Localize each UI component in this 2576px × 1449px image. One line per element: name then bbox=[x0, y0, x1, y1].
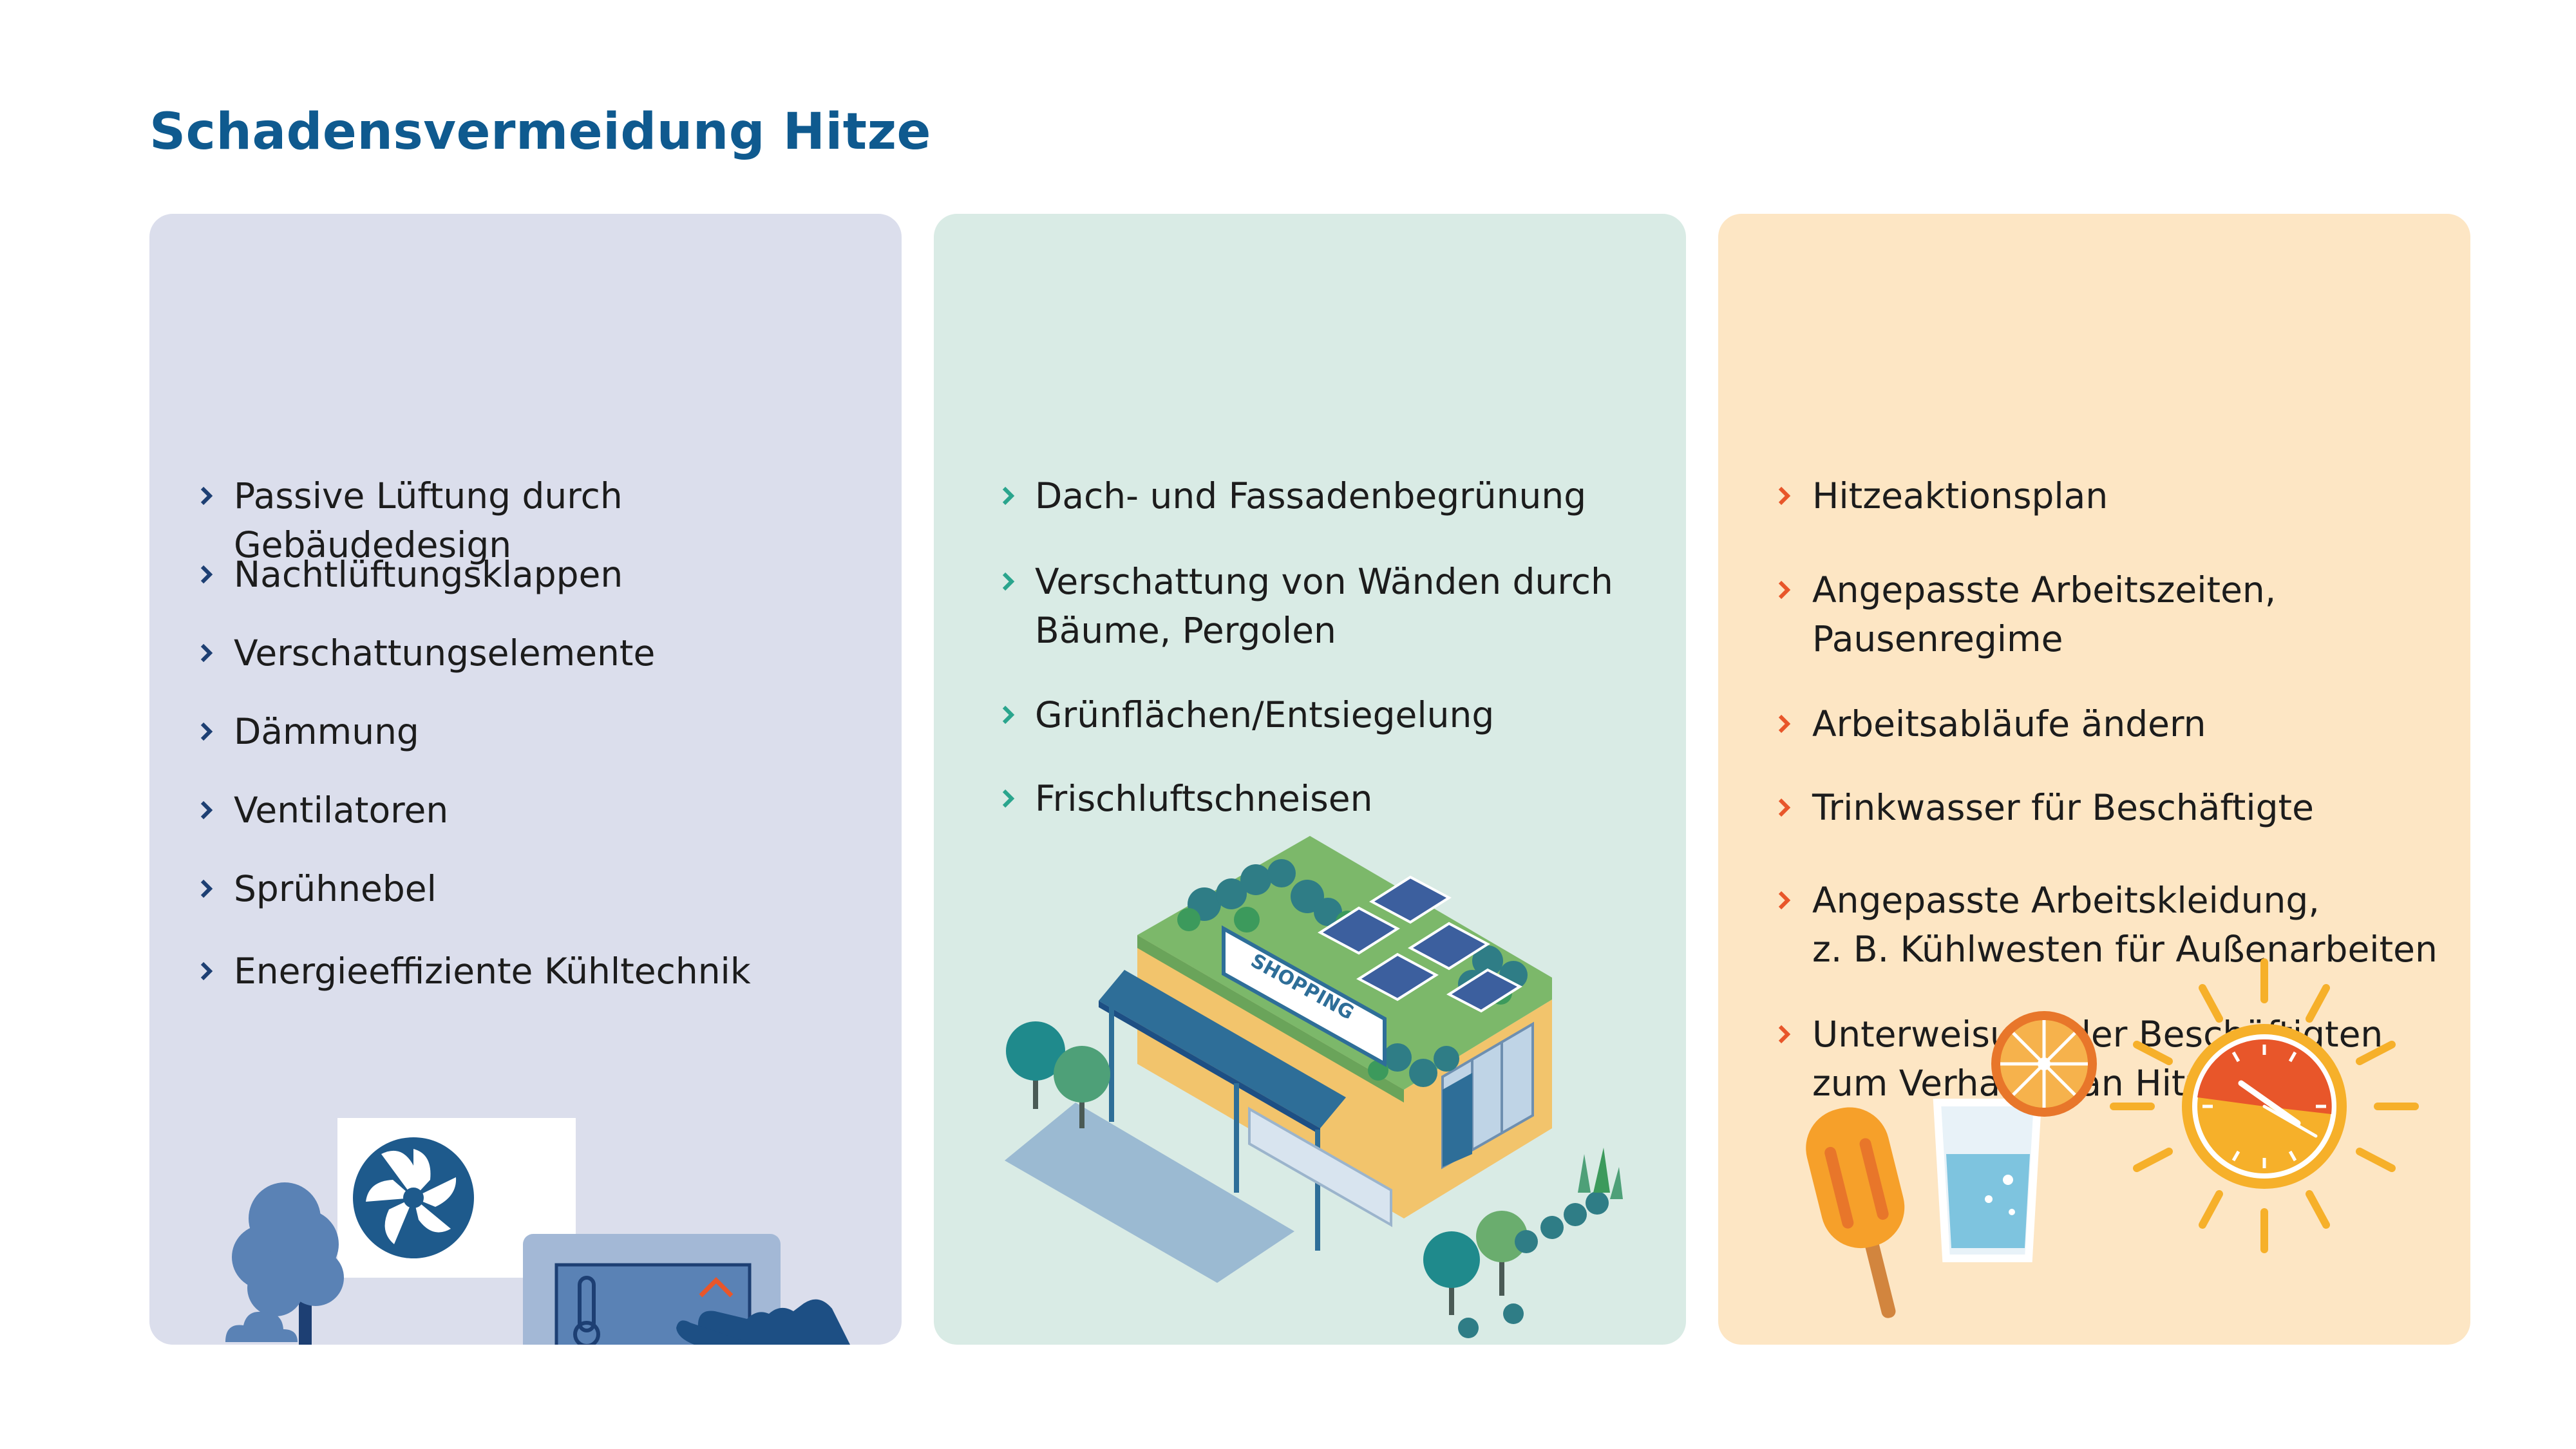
chevron-right-icon bbox=[1002, 705, 1015, 724]
list-item: Verschattungselemente bbox=[149, 629, 876, 677]
list-item: Angepasste Arbeitszeiten, Pausenregime bbox=[1718, 565, 2445, 663]
chevron-right-icon bbox=[1778, 714, 1791, 734]
solar-panel-icon bbox=[1318, 875, 1523, 1013]
clock-icon bbox=[2197, 1039, 2332, 1173]
chevron-right-icon bbox=[1778, 486, 1791, 506]
chevron-right-icon bbox=[200, 961, 213, 981]
panel-building-measures: Passive Lüftung durch Gebäudedesign Nach… bbox=[149, 214, 902, 1345]
list-item: Energieeffiziente Kühltechnik bbox=[149, 947, 876, 996]
list-item: Ventilatoren bbox=[149, 786, 876, 835]
list-item: Angepasste Arbeitskleidung, z. B. Kühlwe… bbox=[1718, 876, 2445, 974]
fan-icon bbox=[337, 1118, 576, 1278]
chevron-right-icon bbox=[1778, 580, 1791, 600]
chevron-right-icon bbox=[200, 486, 213, 506]
list-item: Nachtlüftungsklappen bbox=[149, 550, 876, 599]
list-item: Arbeitsabläufe ändern bbox=[1718, 699, 2445, 748]
list-item: Frischluftschneisen bbox=[934, 774, 1660, 823]
list-item: Trinkwasser für Beschäftigte bbox=[1718, 783, 2445, 832]
list-item: Dämmung bbox=[149, 707, 876, 756]
chevron-right-icon bbox=[1002, 572, 1015, 591]
panel-green-measures: Dach- und Fassadenbegrünung Verschattung… bbox=[934, 214, 1686, 1345]
chevron-right-icon bbox=[200, 643, 213, 663]
chevron-right-icon bbox=[1778, 1025, 1791, 1044]
chevron-right-icon bbox=[1778, 891, 1791, 910]
tree-icon bbox=[1423, 1148, 1623, 1338]
chevron-right-icon bbox=[200, 879, 213, 898]
orange-slice-icon bbox=[1991, 1011, 2097, 1117]
chevron-right-icon bbox=[200, 800, 213, 820]
popsicle-icon bbox=[1806, 1107, 1905, 1318]
tree-icon bbox=[225, 1182, 344, 1345]
chevron-right-icon bbox=[1002, 789, 1015, 808]
chevron-right-icon bbox=[1778, 798, 1791, 817]
chevron-right-icon bbox=[1002, 486, 1015, 506]
cooling-illustration bbox=[225, 1118, 850, 1345]
page-title: Schadensvermeidung Hitze bbox=[149, 103, 931, 161]
chevron-right-icon bbox=[200, 565, 213, 584]
green-building-illustration: SHOPPING bbox=[1005, 836, 1623, 1338]
list-item: Hitzeaktionsplan bbox=[1718, 471, 2445, 520]
list-item: Dach- und Fassadenbegrünung bbox=[934, 471, 1660, 520]
tree-icon bbox=[1006, 1021, 1110, 1128]
heat-illustration bbox=[1806, 958, 2419, 1318]
water-glass-icon bbox=[1933, 1099, 2042, 1262]
chevron-right-icon bbox=[200, 722, 213, 741]
list-item: Verschattung von Wänden durch Bäume, Per… bbox=[934, 557, 1660, 655]
hand-icon bbox=[676, 1299, 850, 1345]
panel-organisational-measures: Hitzeaktionsplan Angepasste Arbeitszeite… bbox=[1718, 214, 2470, 1345]
list-item: Passive Lüftung durch Gebäudedesign bbox=[149, 471, 876, 569]
list-item: Grünflächen/Entsiegelung bbox=[934, 690, 1660, 739]
list-item: Sprühnebel bbox=[149, 864, 876, 913]
